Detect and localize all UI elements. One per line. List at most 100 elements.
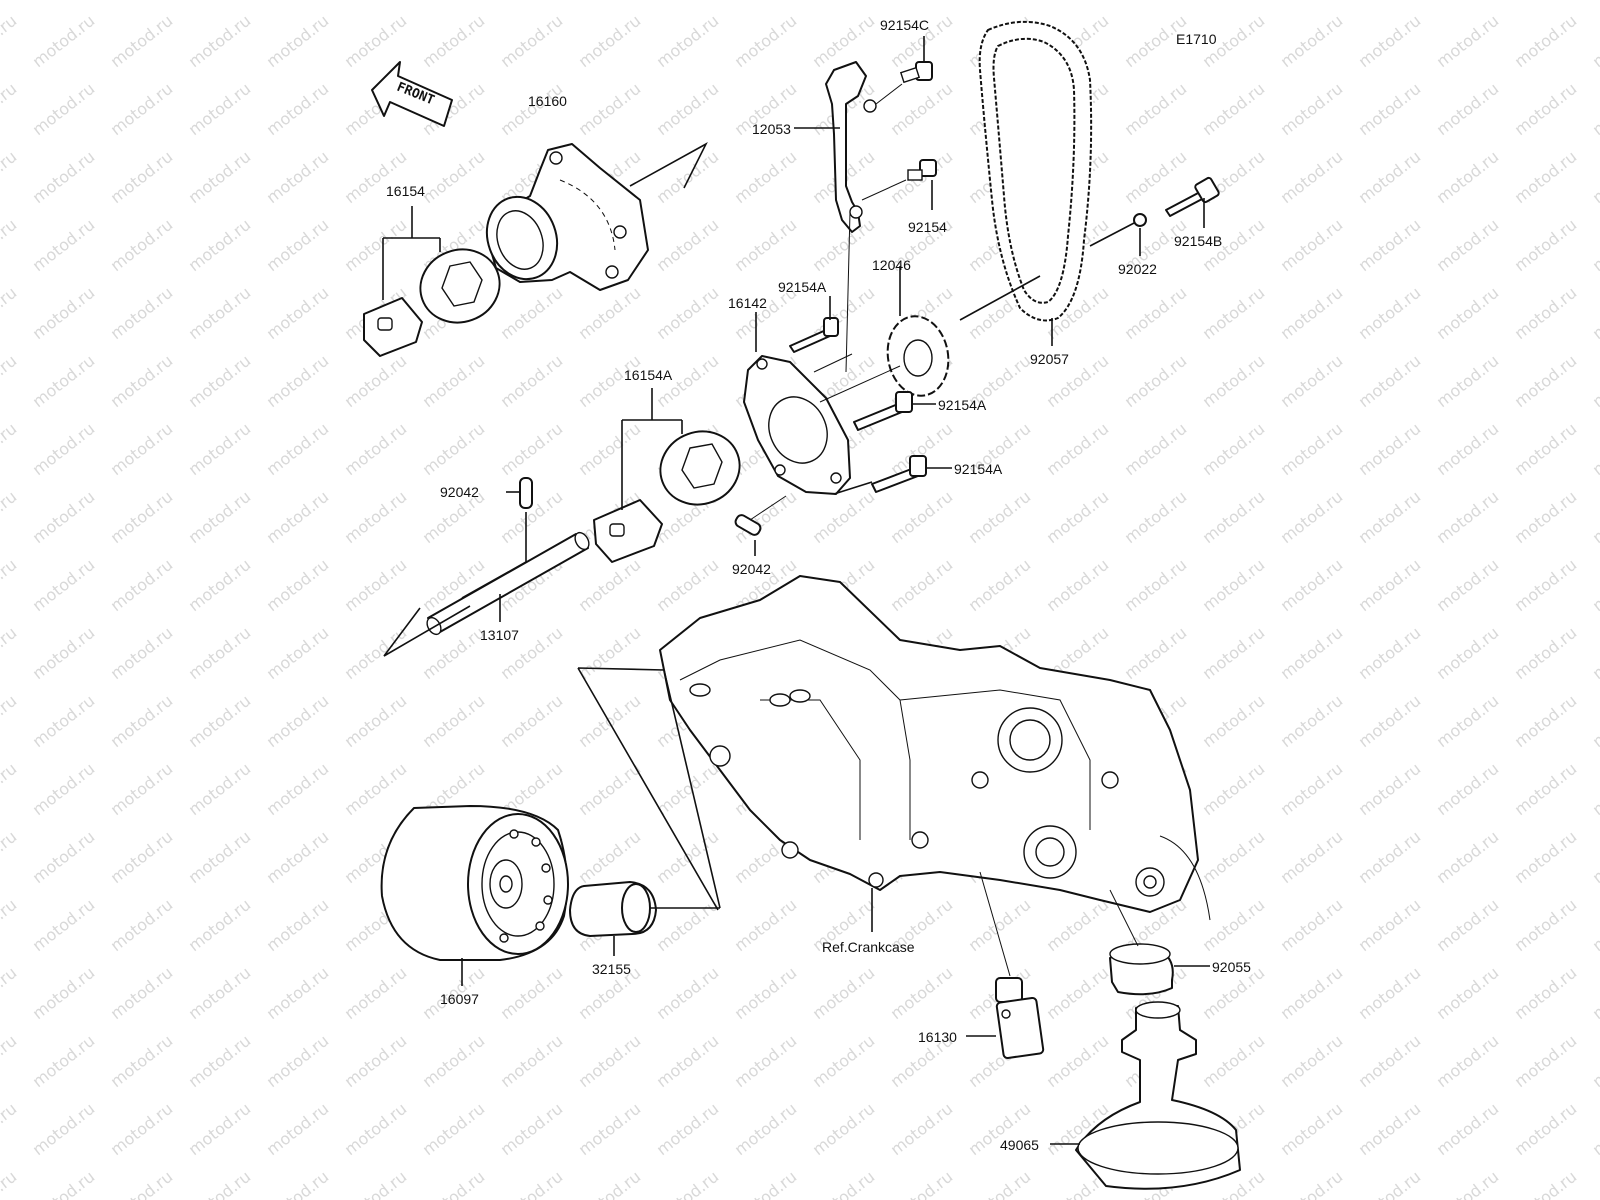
bolt-92154A-low — [871, 455, 927, 493]
watermark-text: motod.ru — [107, 419, 177, 479]
watermark-text: motod.ru — [809, 1167, 879, 1200]
bolt-92154A-mid — [853, 391, 913, 431]
part-label-16130: 16130 — [918, 1029, 957, 1045]
watermark-text: motod.ru — [1043, 555, 1113, 615]
part-label-16142: 16142 — [728, 295, 767, 311]
pin-92042-top — [519, 477, 533, 509]
watermark-text: motod.ru — [0, 759, 20, 819]
part-label-12046: 12046 — [872, 257, 911, 273]
watermark-text: motod.ru — [185, 11, 255, 71]
watermark-text: motod.ru — [29, 283, 99, 343]
watermark-text: motod.ru — [575, 283, 645, 343]
watermark-text: motod.ru — [575, 555, 645, 615]
watermark-text: motod.ru — [653, 963, 723, 1023]
watermark-text: motod.ru — [1589, 0, 1600, 3]
watermark-text: motod.ru — [1043, 487, 1113, 547]
drain-plug-part — [1109, 943, 1174, 996]
watermark-text: motod.ru — [1355, 11, 1425, 71]
watermark-text: motod.ru — [29, 1031, 99, 1091]
watermark-text: motod.ru — [1277, 419, 1347, 479]
watermark-text: motod.ru — [1511, 963, 1581, 1023]
watermark-text: motod.ru — [1043, 1031, 1113, 1091]
watermark-text: motod.ru — [1511, 827, 1581, 887]
watermark-text: motod.ru — [29, 895, 99, 955]
watermark-text: motod.ru — [1277, 623, 1347, 683]
watermark-text: motod.ru — [809, 1099, 879, 1159]
watermark-text: motod.ru — [0, 419, 20, 479]
watermark-text: motod.ru — [497, 351, 567, 411]
watermark-text: motod.ru — [0, 487, 20, 547]
part-label-32155: 32155 — [592, 961, 631, 977]
watermark-text: motod.ru — [1433, 691, 1503, 751]
watermark-text: motod.ru — [1355, 963, 1425, 1023]
watermark-text: motod.ru — [1121, 79, 1191, 139]
watermark-text: motod.ru — [107, 1167, 177, 1200]
chain-guide-part — [825, 61, 877, 233]
watermark-text: motod.ru — [107, 623, 177, 683]
watermark-text: motod.ru — [0, 283, 20, 343]
bolt-92154C — [899, 61, 933, 84]
watermark-text: motod.ru — [1433, 1099, 1503, 1159]
bolt-92154 — [907, 159, 937, 181]
watermark-text: motod.ru — [341, 623, 411, 683]
watermark-text: motod.ru — [887, 1099, 957, 1159]
watermark-text: motod.ru — [1277, 691, 1347, 751]
watermark-text: motod.ru — [809, 0, 879, 3]
oil-strainer-part — [1075, 1001, 1241, 1190]
watermark-text: motod.ru — [1199, 759, 1269, 819]
watermark-text: motod.ru — [263, 691, 333, 751]
watermark-text: motod.ru — [107, 11, 177, 71]
watermark-text: motod.ru — [29, 1167, 99, 1200]
watermark-text: motod.ru — [575, 0, 645, 3]
watermark-text: motod.ru — [263, 1167, 333, 1200]
watermark-text: motod.ru — [263, 759, 333, 819]
watermark-text: motod.ru — [1277, 555, 1347, 615]
watermark-text: motod.ru — [107, 963, 177, 1023]
part-label-92057: 92057 — [1030, 351, 1069, 367]
watermark-text: motod.ru — [809, 215, 879, 275]
watermark-text: motod.ru — [263, 1099, 333, 1159]
watermark-text: motod.ru — [185, 351, 255, 411]
leader-line — [629, 142, 708, 189]
watermark-text: motod.ru — [0, 351, 20, 411]
part-label-92042-top: 92042 — [440, 484, 479, 500]
watermark-text: motod.ru — [1589, 895, 1600, 955]
watermark-text: motod.ru — [1277, 147, 1347, 207]
watermark-text: motod.ru — [1511, 759, 1581, 819]
watermark-text: motod.ru — [29, 759, 99, 819]
watermark-text: motod.ru — [1511, 0, 1581, 3]
watermark-text: motod.ru — [887, 0, 957, 3]
watermark-text: motod.ru — [185, 487, 255, 547]
watermark-text: motod.ru — [107, 0, 177, 3]
oil-filter-part — [380, 805, 569, 961]
watermark-text: motod.ru — [1355, 283, 1425, 343]
watermark-text: motod.ru — [1277, 895, 1347, 955]
crankcase-leader — [577, 667, 721, 911]
watermark-text: motod.ru — [1355, 0, 1425, 3]
watermark-text: motod.ru — [185, 283, 255, 343]
watermark-text: motod.ru — [1589, 759, 1600, 819]
watermark-text: motod.ru — [1433, 147, 1503, 207]
watermark-text: motod.ru — [731, 1167, 801, 1200]
diagram-code-label: E1710 — [1176, 31, 1217, 47]
watermark-text: motod.ru — [1355, 1099, 1425, 1159]
watermark-text: motod.ru — [1433, 1031, 1503, 1091]
watermark-text: motod.ru — [1199, 895, 1269, 955]
watermark-text: motod.ru — [419, 1099, 489, 1159]
watermark-text: motod.ru — [341, 1099, 411, 1159]
watermark-text: motod.ru — [1355, 555, 1425, 615]
watermark-text: motod.ru — [1121, 419, 1191, 479]
watermark-text: motod.ru — [1433, 555, 1503, 615]
watermark-text: motod.ru — [731, 1099, 801, 1159]
watermark-text: motod.ru — [419, 1167, 489, 1200]
watermark-text: motod.ru — [107, 895, 177, 955]
watermark-text: motod.ru — [1589, 827, 1600, 887]
watermark-text: motod.ru — [497, 691, 567, 751]
watermark-text: motod.ru — [107, 351, 177, 411]
watermark-text: motod.ru — [497, 1167, 567, 1200]
sprocket-part — [886, 315, 950, 397]
part-label-92154C: 92154C — [880, 17, 929, 33]
part-label-92154A-top: 92154A — [778, 279, 827, 295]
watermark-text: motod.ru — [731, 147, 801, 207]
watermark-text: motod.ru — [29, 1099, 99, 1159]
